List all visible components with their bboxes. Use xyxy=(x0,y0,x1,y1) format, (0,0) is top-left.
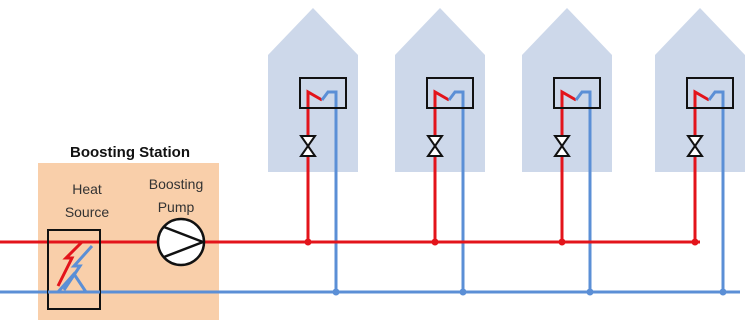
junction-dots xyxy=(304,238,727,296)
radiator-box xyxy=(426,77,474,109)
heat-exchanger-box xyxy=(47,229,101,310)
radiator-return-coil xyxy=(447,90,465,104)
house-1 xyxy=(268,8,358,292)
return-junction-dot xyxy=(719,288,727,296)
radiator-return-coil xyxy=(574,90,592,104)
supply-junction-dot xyxy=(304,238,312,246)
pump-icon xyxy=(156,217,206,267)
houses-group xyxy=(268,8,745,292)
return-junction-dot xyxy=(586,288,594,296)
house-3 xyxy=(522,8,612,292)
boosting-station-title: Boosting Station xyxy=(70,144,190,161)
heat-source-label-line2: Source xyxy=(65,204,110,220)
heat-exchanger-return-coil-2 xyxy=(62,244,94,291)
house-2 xyxy=(395,8,485,292)
return-junction-dot xyxy=(459,288,467,296)
radiator-supply-coil xyxy=(433,89,450,104)
supply-junction-dot xyxy=(431,238,439,246)
radiator-return-coil xyxy=(707,90,725,104)
heat-exchanger-supply-coil xyxy=(56,240,84,287)
radiator-supply-coil xyxy=(693,89,710,104)
heat-source-label-line1: Heat xyxy=(72,181,102,197)
house-shape xyxy=(522,8,612,172)
supply-junction-dot xyxy=(558,238,566,246)
house-shape xyxy=(655,8,745,172)
boosting-pump-label-line1: Boosting xyxy=(149,176,203,192)
radiator-box xyxy=(553,77,601,109)
house-shape xyxy=(268,8,358,172)
house-shape xyxy=(395,8,485,172)
supply-junction-dot xyxy=(691,238,699,246)
valve-icon xyxy=(553,135,571,157)
valve-icon xyxy=(426,135,444,157)
radiator-supply-coil xyxy=(306,89,323,104)
boosting-pump-label-line2: Pump xyxy=(158,199,195,215)
radiator-box xyxy=(299,77,347,109)
radiator-supply-coil xyxy=(560,89,577,104)
radiator-return-coil xyxy=(320,90,338,104)
valve-icon xyxy=(299,135,317,157)
radiator-box xyxy=(686,77,734,109)
valve-icon xyxy=(686,135,704,157)
house-4 xyxy=(655,8,745,292)
return-junction-dot xyxy=(332,288,340,296)
